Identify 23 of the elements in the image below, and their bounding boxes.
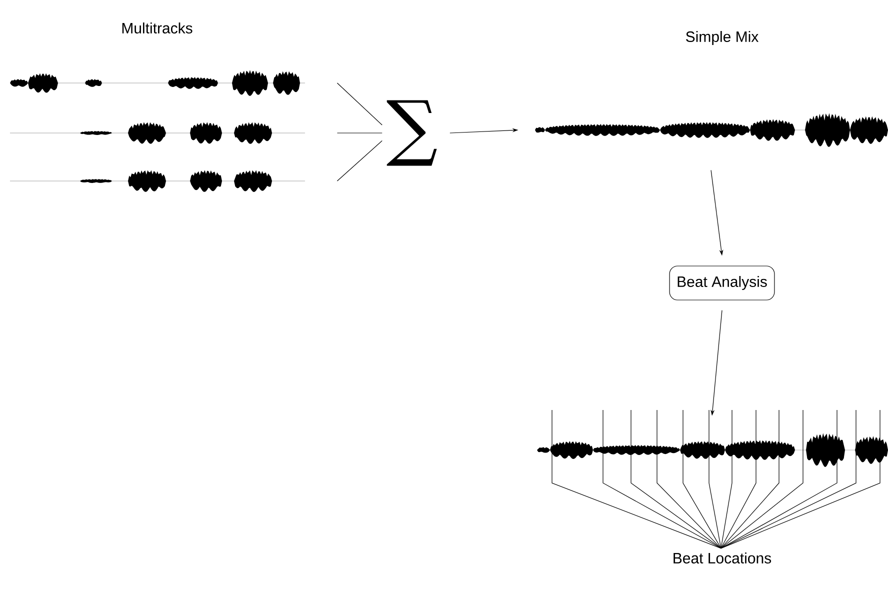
waveform-drawing [10,70,306,96]
leader-line [552,410,722,549]
waveform-drawing [10,170,306,192]
heading: Multitracks [122,22,192,34]
leader-line [720,410,732,549]
heading: Simple Mix [686,31,758,45]
process-box: Beat Analysis [669,266,775,300]
waveform-drawing [534,113,888,147]
leader-line [602,410,722,549]
connector-line [336,82,382,126]
leader-line [720,410,780,549]
waveform-drawing [10,122,306,144]
leader-line [682,410,722,549]
leader-line [708,410,722,549]
connector-line [336,140,382,182]
leader-line [630,410,722,549]
caption: Beat Locations [674,552,772,564]
waveform-drawing [536,433,888,467]
leader-line [720,410,804,549]
leader-line [720,410,756,549]
connector-line [336,132,382,134]
sum-symbol: ∑ [386,100,437,166]
leader-line [656,410,722,549]
